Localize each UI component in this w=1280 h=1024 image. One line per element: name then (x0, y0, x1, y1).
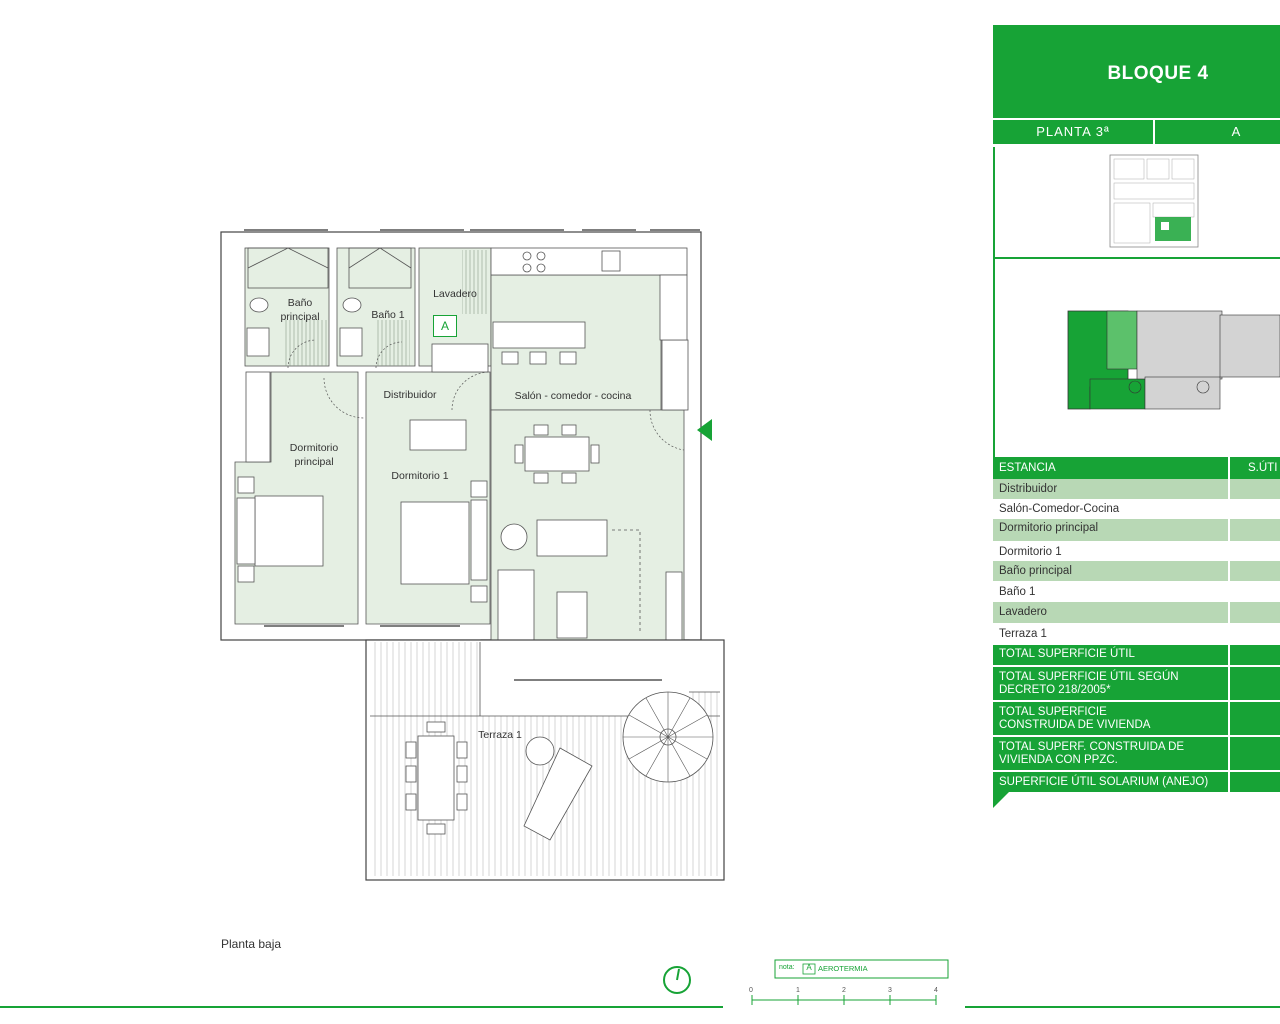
shower-hatch (284, 250, 488, 366)
building-locator-thumbnail (993, 147, 1280, 257)
legend-text: AEROTERMIA (818, 964, 868, 973)
table-row: Baño 1 (993, 581, 1280, 602)
table-row: Dormitorio 1 (993, 541, 1280, 561)
aerothermia-marker: A (433, 315, 457, 337)
table-row: Salón-Comedor-Cocina (993, 499, 1280, 519)
sanitary (246, 297, 363, 357)
label-salon: Salón - comedor - cocina (514, 390, 632, 402)
room-name: Terraza 1 (999, 628, 1047, 640)
bottom-rule (965, 1006, 1280, 1008)
label-dormitorio-1: Dormitorio 1 (391, 470, 449, 482)
table-row: Terraza 1 (993, 623, 1280, 643)
room-name: Dormitorio 1 (999, 546, 1062, 558)
total-row: SUPERFICIE ÚTIL SOLARIUM (ANEJO) (993, 770, 1280, 792)
label-distribuidor: Distribuidor (383, 389, 437, 401)
scale-tick-label: 1 (796, 987, 800, 994)
total-label: TOTAL SUPERFICIE CONSTRUIDA DE VIVIENDA (999, 706, 1151, 731)
room-name: Salón-Comedor-Cocina (999, 503, 1120, 515)
floor-unit-row: PLANTA 3ª A (993, 120, 1280, 144)
windows (244, 229, 700, 681)
col-util: S.ÚTI (1228, 457, 1280, 479)
scale-tick-label: 0 (749, 987, 753, 994)
room-name: Distribuidor (999, 483, 1058, 495)
kitchen (490, 247, 688, 365)
plan-title: Planta baja (221, 937, 282, 951)
room-name: Lavadero (999, 606, 1047, 618)
label-terraza-1: Terraza 1 (478, 729, 522, 741)
table-row: Lavadero (993, 602, 1280, 623)
table-header: ESTANCIA S.ÚTI (993, 457, 1280, 479)
col-estancia: ESTANCIA (999, 462, 1056, 474)
label-bano-1: Baño 1 (371, 309, 405, 321)
total-label: TOTAL SUPERFICIE ÚTIL SEGÚN DECRETO 218/… (999, 671, 1179, 696)
shafts (247, 247, 412, 289)
scale-tick-label: 4 (934, 987, 938, 994)
terrace-furniture (405, 721, 593, 841)
beds (236, 476, 488, 603)
table-row: Baño principal (993, 561, 1280, 581)
living-furniture (497, 519, 683, 669)
table-corner-tab (993, 792, 1009, 808)
table-row: Dormitorio principal (993, 519, 1280, 541)
label-dormitorio-principal: Dormitorio principal (289, 442, 339, 468)
total-label: TOTAL SUPERF. CONSTRUIDA DE VIVIENDA CON… (999, 741, 1185, 766)
surface-table: ESTANCIA S.ÚTI Distribuidor Salón-Comedo… (993, 457, 1280, 808)
total-label: SUPERFICIE ÚTIL SOLARIUM (ANEJO) (999, 776, 1209, 788)
unit-label: A (1231, 124, 1241, 139)
total-row: TOTAL SUPERFICIE ÚTIL SEGÚN DECRETO 218/… (993, 665, 1280, 700)
doors (287, 339, 685, 451)
floor-locator-diagram (993, 257, 1280, 457)
legend-box (774, 959, 949, 979)
room-name: Baño 1 (999, 586, 1036, 598)
north-compass-icon (663, 966, 691, 994)
divider (1153, 120, 1155, 144)
dining-table (514, 424, 600, 484)
scale-tick-label: 3 (888, 987, 892, 994)
legend-note: nota: (779, 964, 795, 971)
total-label: TOTAL SUPERFICIE ÚTIL (999, 648, 1135, 660)
scale-tick-label: 2 (842, 987, 846, 994)
block-header: BLOQUE 4 (993, 25, 1280, 118)
bottom-rule (0, 1006, 723, 1008)
table-row: Distribuidor (993, 479, 1280, 499)
room-name: Baño principal (999, 565, 1072, 577)
entrance-arrow (697, 419, 712, 441)
total-row: TOTAL SUPERFICIE ÚTIL (993, 643, 1280, 665)
spiral-stair (622, 691, 714, 783)
scale-bar (751, 995, 937, 1005)
floor-key-plan-icon (1067, 310, 1280, 410)
label-lavadero: Lavadero (433, 288, 477, 300)
room-name: Dormitorio principal (999, 522, 1099, 534)
label-bano-principal: Baño principal (280, 297, 320, 323)
floor-label: PLANTA 3ª (1036, 124, 1110, 139)
block-title: BLOQUE 4 (1107, 63, 1209, 84)
info-panel: BLOQUE 4 PLANTA 3ª A (993, 25, 1280, 833)
wardrobes (245, 339, 689, 463)
total-row: TOTAL SUPERF. CONSTRUIDA DE VIVIENDA CON… (993, 735, 1280, 770)
legend-marker: A (806, 963, 812, 972)
total-row: TOTAL SUPERFICIE CONSTRUIDA DE VIVIENDA (993, 700, 1280, 735)
site-plan-icon (1109, 154, 1199, 248)
